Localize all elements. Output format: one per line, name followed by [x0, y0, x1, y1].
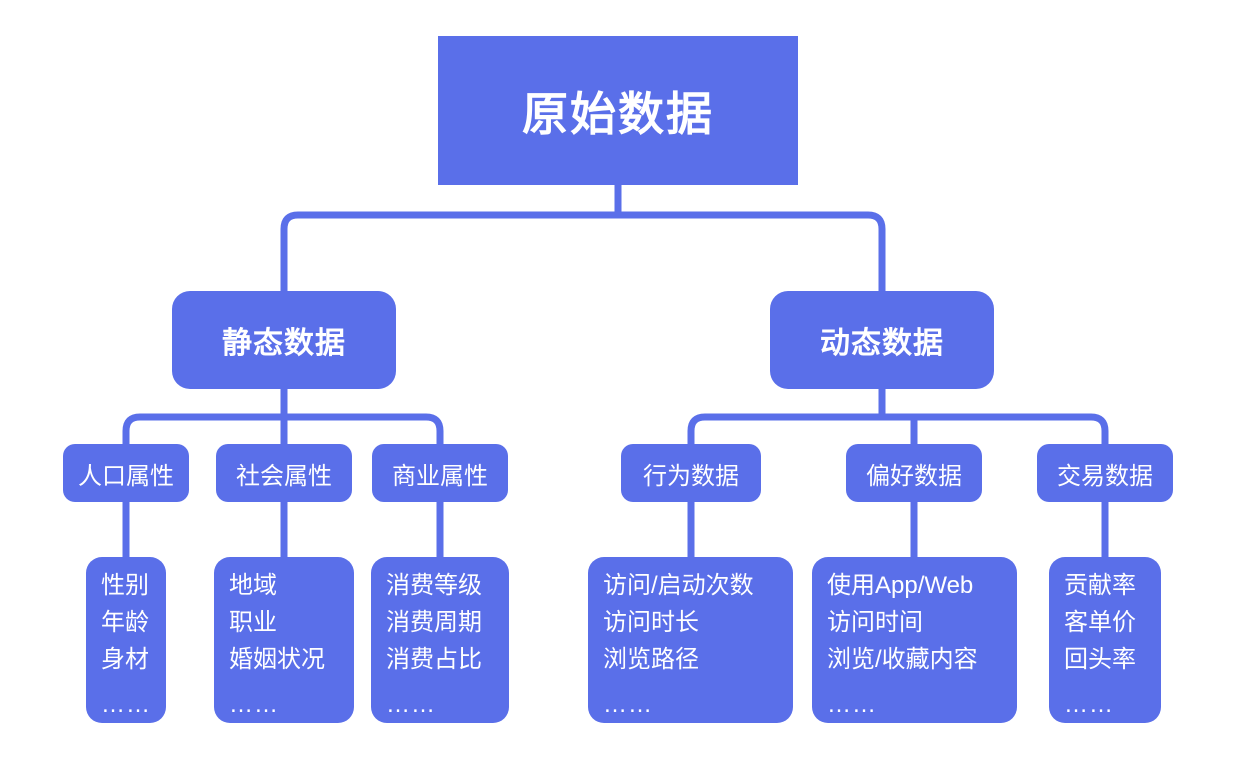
connector-level1-bus — [280, 211, 886, 291]
node-demographic-attributes-label: 人口属性 — [78, 462, 174, 490]
node-preference-data-label: 偏好数据 — [866, 462, 962, 490]
node-social-attributes-label: 社会属性 — [236, 462, 332, 490]
leaf-item: 职业 — [229, 609, 277, 636]
node-demographic-attributes: 人口属性 — [63, 444, 189, 502]
leaf-item: 访问时长 — [603, 609, 699, 636]
leaf-commercial-items: 消费等级 消费周期 消费占比 …… — [371, 557, 509, 723]
node-dynamic-data: 动态数据 — [770, 291, 994, 389]
leaf-preference-items: 使用App/Web 访问时间 浏览/收藏内容 …… — [812, 557, 1017, 723]
leaf-item: 访问时间 — [827, 609, 923, 636]
node-preference-data: 偏好数据 — [846, 444, 982, 502]
leaf-item: 浏览/收藏内容 — [827, 646, 978, 673]
node-static-data-label: 静态数据 — [222, 327, 346, 360]
node-commercial-attributes-label: 商业属性 — [392, 462, 488, 490]
leaf-item: 贡献率 — [1064, 572, 1136, 599]
node-dynamic-data-label: 动态数据 — [820, 327, 944, 360]
leaf-ellipsis: …… — [101, 691, 151, 718]
leaf-item: 婚姻状况 — [229, 646, 325, 673]
leaf-item: 客单价 — [1064, 609, 1136, 636]
node-raw-data: 原始数据 — [438, 36, 798, 185]
node-static-data: 静态数据 — [172, 291, 396, 389]
connector-dynamic-bus — [687, 413, 1109, 444]
leaf-social-items: 地域 职业 婚姻状况 …… — [214, 557, 354, 723]
node-behavior-data: 行为数据 — [621, 444, 761, 502]
leaf-item: 消费占比 — [386, 646, 482, 673]
node-transaction-data-label: 交易数据 — [1057, 462, 1153, 490]
leaf-ellipsis: …… — [386, 691, 436, 718]
leaf-ellipsis: …… — [1064, 691, 1114, 718]
leaf-ellipsis: …… — [827, 691, 877, 718]
leaf-item: 访问/启动次数 — [603, 572, 754, 599]
node-raw-data-label: 原始数据 — [522, 87, 714, 140]
leaf-demographic-items: 性别 年龄 身材 …… — [86, 557, 166, 723]
node-transaction-data: 交易数据 — [1037, 444, 1173, 502]
leaf-item: 年龄 — [101, 609, 149, 636]
leaf-item: 地域 — [229, 572, 277, 599]
leaf-item: 回头率 — [1064, 646, 1136, 673]
leaf-item: 身材 — [101, 646, 149, 673]
leaf-behavior-items: 访问/启动次数 访问时长 浏览路径 …… — [588, 557, 793, 723]
leaf-item: 性别 — [101, 572, 149, 599]
leaf-item: 浏览路径 — [603, 646, 699, 673]
leaf-ellipsis: …… — [603, 691, 653, 718]
leaf-item: 消费等级 — [386, 572, 482, 599]
connector-static-bus — [122, 413, 444, 444]
leaf-ellipsis: …… — [229, 691, 279, 718]
node-behavior-data-label: 行为数据 — [643, 462, 739, 490]
node-social-attributes: 社会属性 — [216, 444, 352, 502]
leaf-transaction-items: 贡献率 客单价 回头率 …… — [1049, 557, 1161, 723]
leaf-item: 使用App/Web — [827, 572, 974, 599]
node-commercial-attributes: 商业属性 — [372, 444, 508, 502]
leaf-item: 消费周期 — [386, 609, 482, 636]
